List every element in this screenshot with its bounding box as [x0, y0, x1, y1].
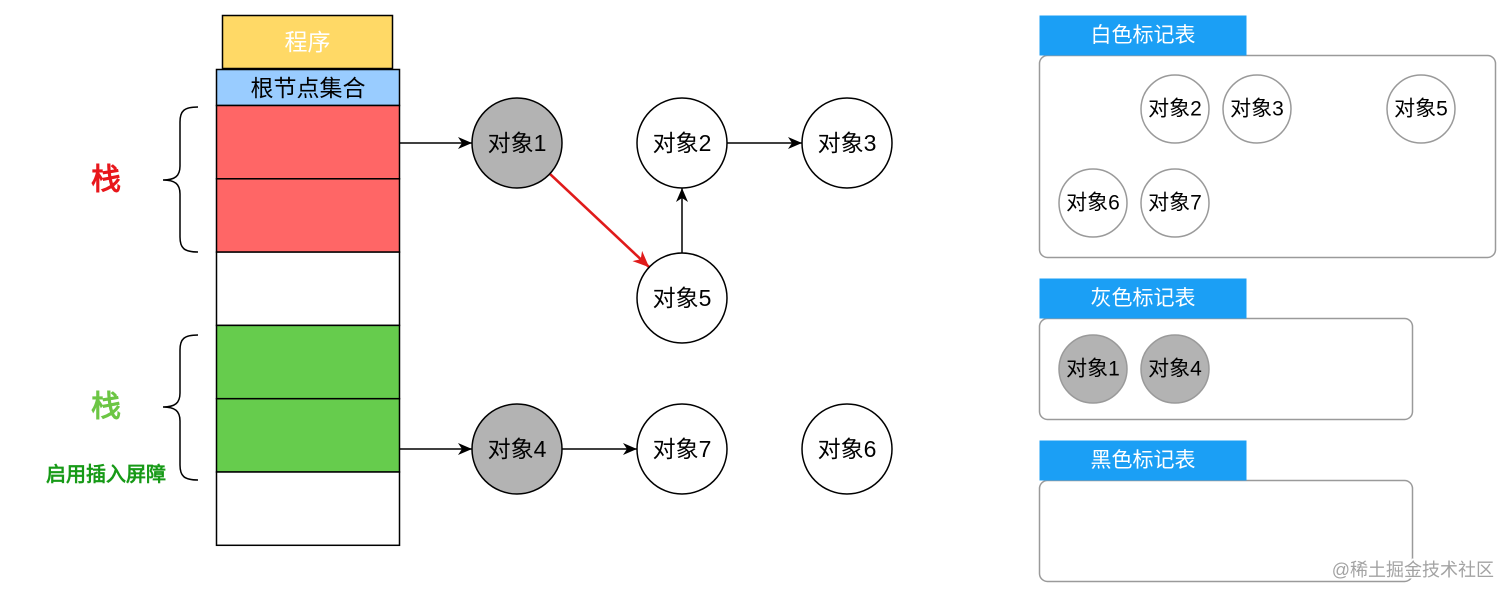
stack-cell	[215, 251, 401, 327]
table-item-circle	[1140, 334, 1210, 404]
table-item: 对象6	[1058, 168, 1128, 238]
object-label: 对象2	[653, 130, 712, 156]
table-item: 对象1	[1058, 334, 1128, 404]
stack-label-green: 栈	[91, 391, 121, 424]
white-table-tab	[1039, 15, 1247, 56]
object-circle	[801, 403, 893, 495]
object-node: 对象3	[801, 97, 893, 189]
object-node: 对象2	[636, 97, 728, 189]
stack-cell	[215, 104, 401, 180]
object-graph: 对象1 对象2 对象3 对象4 对象5 对象6 对象7	[471, 97, 893, 495]
object-label: 对象5	[653, 285, 712, 311]
table-item-label: 对象7	[1148, 192, 1202, 215]
object-label: 对象3	[818, 130, 877, 156]
root-set-box	[215, 68, 401, 107]
table-item-circle	[1386, 74, 1456, 144]
table-item: 对象4	[1140, 334, 1210, 404]
object-circle	[471, 97, 563, 189]
table-item-circle	[1058, 334, 1128, 404]
object-label: 对象4	[488, 436, 547, 462]
gray-table-tab	[1039, 278, 1247, 319]
table-item-label: 对象2	[1148, 98, 1202, 121]
object-circle	[471, 403, 563, 495]
table-item: 对象5	[1386, 74, 1456, 144]
table-item: 对象3	[1222, 74, 1292, 144]
reference-arrow	[548, 172, 651, 269]
stack-cell	[215, 324, 401, 400]
gray-mark-table: 灰色标记表 对象1 对象4	[1038, 278, 1414, 421]
reference-edges	[399, 137, 802, 455]
table-item: 对象7	[1140, 168, 1210, 238]
program-stack: 程序 根节点集合	[215, 14, 401, 547]
table-item: 对象2	[1140, 74, 1210, 144]
table-item-label: 对象6	[1066, 192, 1120, 215]
object-circle	[636, 97, 728, 189]
object-circle	[636, 252, 728, 344]
table-item-circle	[1222, 74, 1292, 144]
object-label: 对象6	[818, 436, 877, 462]
object-node: 对象4	[471, 403, 563, 495]
brace-red-stack	[162, 106, 199, 253]
object-node: 对象6	[801, 403, 893, 495]
object-circle	[801, 97, 893, 189]
white-mark-table: 白色标记表 对象2 对象3 对象5 对象6 对象7	[1038, 15, 1497, 259]
black-mark-table: 黑色标记表	[1038, 440, 1414, 583]
black-table-title: 黑色标记表	[1091, 449, 1196, 472]
gray-table-title: 灰色标记表	[1091, 287, 1196, 310]
stack-annotations: 栈 栈 启用插入屏障	[46, 106, 199, 486]
stack-cell	[215, 471, 401, 547]
object-label: 对象7	[653, 436, 712, 462]
object-circle	[636, 403, 728, 495]
table-item-circle	[1140, 74, 1210, 144]
stack-cell	[215, 397, 401, 473]
watermark: @稀土掘金技术社区	[1332, 560, 1494, 580]
black-table-tab	[1039, 440, 1247, 481]
table-item-label: 对象3	[1230, 98, 1284, 121]
program-label: 程序	[285, 29, 331, 55]
program-box	[221, 14, 394, 70]
insert-barrier-label: 启用插入屏障	[46, 462, 166, 486]
object-node: 对象1	[471, 97, 563, 189]
root-set-label: 根节点集合	[251, 75, 366, 101]
object-node: 对象5	[636, 252, 728, 344]
table-item-label: 对象1	[1066, 358, 1120, 381]
object-node: 对象7	[636, 403, 728, 495]
table-item-label: 对象5	[1394, 98, 1448, 121]
object-label: 对象1	[488, 130, 547, 156]
stack-label-red: 栈	[91, 164, 121, 197]
white-table-title: 白色标记表	[1091, 24, 1196, 47]
table-item-circle	[1058, 168, 1128, 238]
stack-cell	[215, 178, 401, 253]
table-item-label: 对象4	[1148, 358, 1202, 381]
brace-green-stack	[162, 334, 199, 481]
table-item-circle	[1140, 168, 1210, 238]
